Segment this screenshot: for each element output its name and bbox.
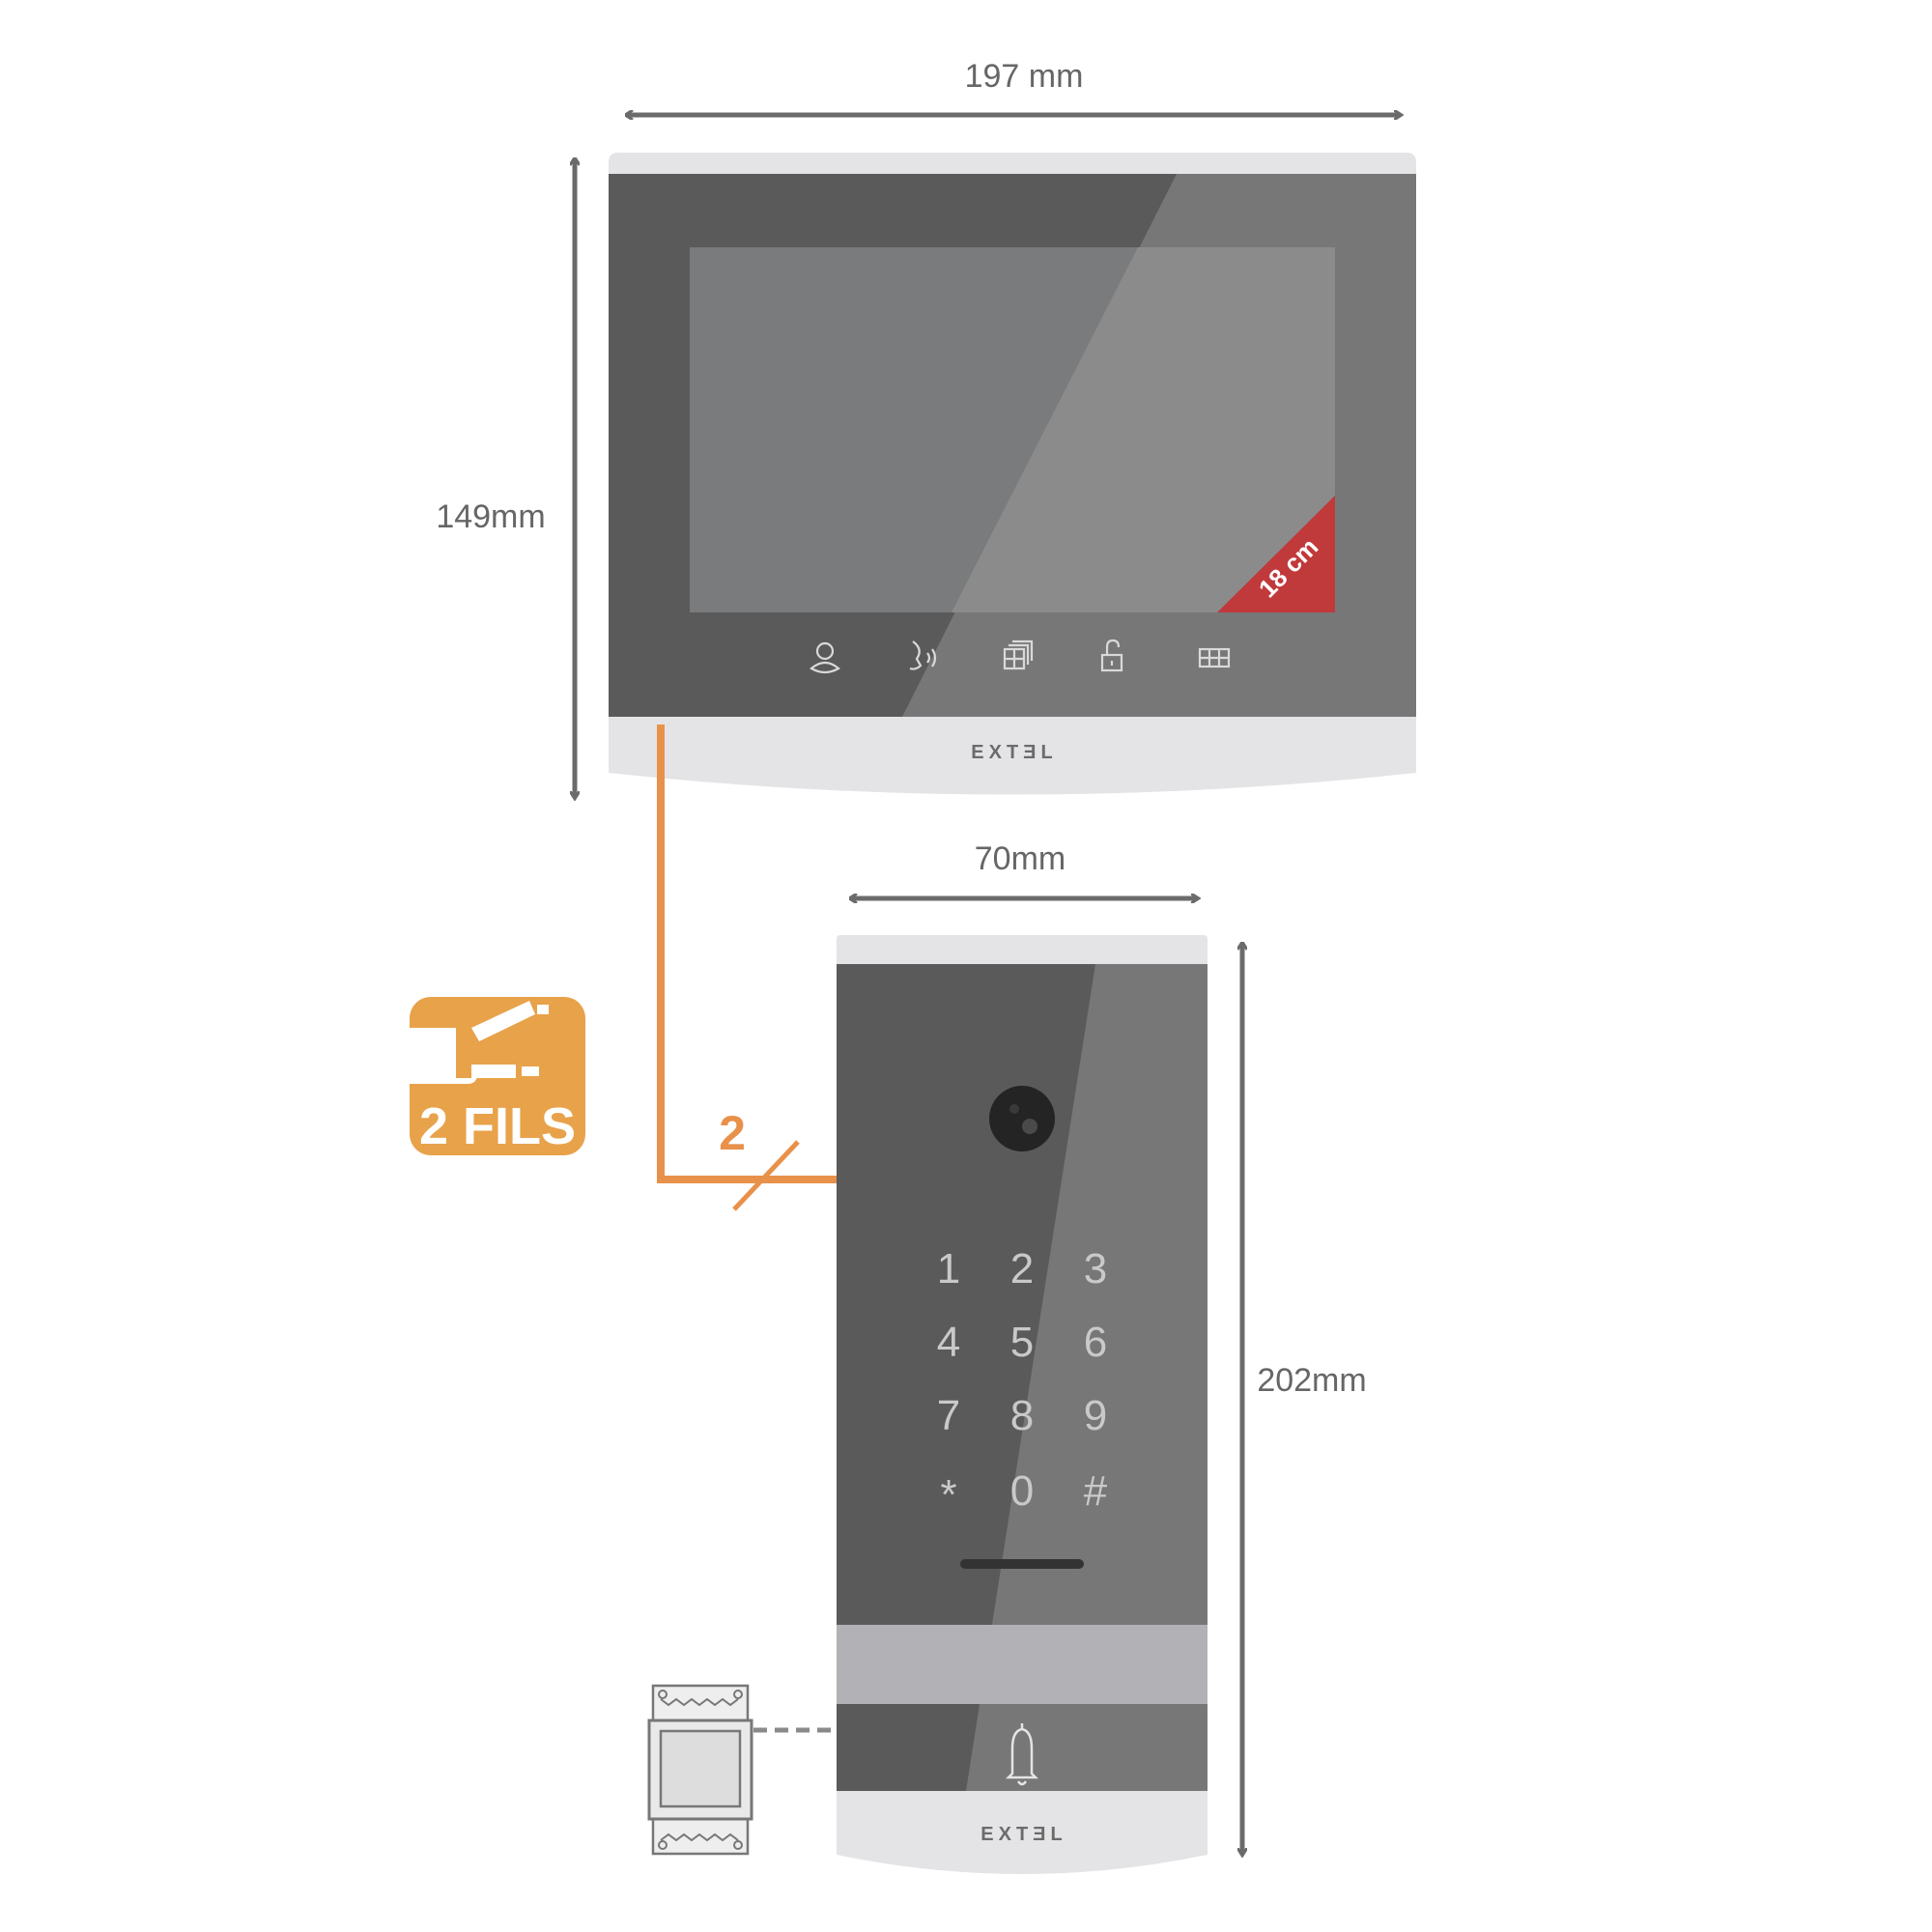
panel-width-dimension: 70mm	[850, 840, 1198, 898]
speaker-slot	[960, 1559, 1084, 1569]
screen-size-badge	[1217, 496, 1335, 612]
bell-icon[interactable]	[1005, 1723, 1039, 1786]
key-hash[interactable]: #	[1084, 1467, 1108, 1515]
key-8[interactable]: 8	[1010, 1392, 1034, 1439]
gate-icon[interactable]	[1198, 647, 1231, 668]
key-1[interactable]: 1	[937, 1245, 960, 1293]
panel-width-label: 70mm	[975, 840, 1065, 877]
monitor-brand-logo: EXTƎL	[971, 742, 1057, 763]
power-supply-module	[647, 1684, 837, 1856]
door-panel: 1 2 3 4 5 6 7 8 9 * 0 # EXTƎL	[837, 935, 1208, 1874]
two-wire-badge: 2 FILS	[410, 997, 585, 1155]
indoor-monitor: 18 cm	[609, 153, 1416, 795]
unlock-icon[interactable]	[1100, 639, 1123, 672]
monitor-height-label: 149mm	[436, 498, 545, 535]
monitor-height-dimension: 149mm	[436, 158, 575, 798]
gallery-icon[interactable]	[1003, 639, 1034, 670]
key-star[interactable]: *	[940, 1471, 956, 1519]
monitor-width-dimension: 197 mm	[626, 58, 1401, 115]
keypad: 1 2 3 4 5 6 7 8 9 * 0 #	[937, 1245, 1108, 1519]
wire-plug-icon	[410, 1001, 549, 1084]
name-plate	[837, 1625, 1208, 1704]
monitor-width-label: 197 mm	[965, 58, 1084, 95]
panel-height-dimension: 202mm	[1242, 943, 1367, 1855]
panel-height-label: 202mm	[1257, 1362, 1366, 1399]
key-6[interactable]: 6	[1084, 1319, 1107, 1366]
two-wire-badge-label: 2 FILS	[419, 1097, 576, 1155]
key-4[interactable]: 4	[937, 1319, 960, 1366]
camera-lens	[989, 1086, 1055, 1151]
panel-brand-logo: EXTƎL	[980, 1824, 1066, 1845]
key-9[interactable]: 9	[1084, 1392, 1107, 1439]
two-wire-connection: 2	[657, 724, 837, 1211]
key-0[interactable]: 0	[1010, 1467, 1034, 1515]
speak-icon[interactable]	[909, 640, 937, 670]
key-5[interactable]: 5	[1010, 1319, 1034, 1366]
key-7[interactable]: 7	[937, 1392, 960, 1439]
user-icon[interactable]	[810, 641, 840, 674]
key-2[interactable]: 2	[1010, 1245, 1034, 1293]
key-3[interactable]: 3	[1084, 1245, 1107, 1293]
wire-count-label: 2	[719, 1106, 746, 1160]
